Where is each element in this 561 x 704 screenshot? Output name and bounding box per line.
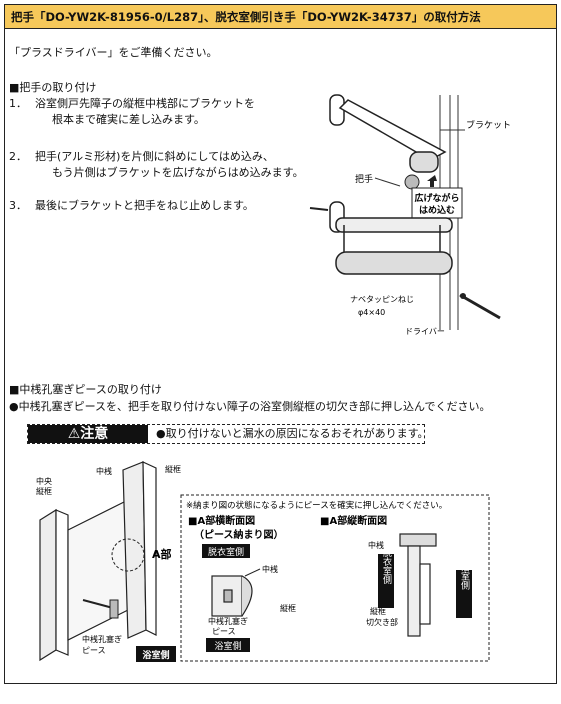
label-spread-1: 広げながら (414, 192, 459, 204)
a-v-dressing: 脱衣室側 (381, 547, 392, 584)
label-handle: 把手 (355, 173, 373, 185)
caution-badge: ⚠注意 (28, 425, 148, 443)
a-v-vert-frame: 縦框 (370, 606, 386, 616)
handle-installation-figure: ブラケット 把手 広げながら はめ込む ナベタッピンねじ φ4×40 ドライバー (309, 94, 511, 336)
intro-text: 「プラスドライバー」をご準備ください。 (9, 46, 218, 59)
step-1-line1: 浴室側戸先障子の縦框中桟部にブラケットを (35, 97, 255, 110)
plug-section-description: ●中桟孔塞ぎピースを、把手を取り付けない障子の浴室側縦框の切欠き部に押し込んでく… (9, 400, 491, 413)
label-plug-1: 中桟孔塞ぎ (82, 634, 122, 644)
step-1-number: 1． (9, 97, 27, 110)
a-h-mid-rail: 中桟 (262, 564, 278, 574)
label-part-a: A部 (152, 547, 172, 561)
a-v-heading: ■A部縦断面図 (320, 514, 387, 527)
instruction-frame: 把手「DO-YW2K-81956-0/L287」、脱衣室側引き手「DO-YW2K… (4, 4, 557, 684)
step-3-number: 3． (9, 199, 27, 212)
a-h-plug-1: 中桟孔塞ぎ (208, 616, 248, 626)
label-plug-2: ピース (82, 646, 106, 655)
label-screw-2: φ4×40 (358, 308, 385, 317)
label-center-frame-2: 縦框 (36, 486, 52, 496)
label-bracket: ブラケット (466, 119, 511, 131)
a-v-notch: 切欠き部 (366, 617, 398, 627)
step-3-line1: 最後にブラケットと把手をねじ止めします。 (35, 199, 254, 212)
label-vert-frame: 縦框 (165, 464, 181, 474)
caution-box: ⚠注意 ●取り付けないと漏水の原因になるおそれがあります。 (27, 424, 429, 444)
a-h-plug-2: ピース (212, 627, 236, 636)
step-2-line1: 把手(アルミ形材)を片側に斜めにしてはめ込み、 (35, 150, 274, 163)
label-mid-rail: 中桟 (96, 466, 112, 476)
page-title: 把手「DO-YW2K-81956-0/L287」、脱衣室側引き手「DO-YW2K… (5, 5, 556, 29)
upper-bracket-shape (329, 94, 345, 126)
a-h-dressing: 脱衣室側 (208, 546, 244, 558)
caution-message: ●取り付けないと漏水の原因になるおそれがあります。 (156, 427, 429, 440)
plug-section-heading: ■中桟孔塞ぎピースの取り付け (9, 383, 162, 396)
a-v-bath: 浴室側 (459, 562, 470, 589)
step-2-line2: もう片側はブラケットを広げながらはめ込みます。 (52, 166, 304, 179)
label-screw-1: ナベタッピンねじ (350, 295, 414, 304)
label-center-frame-1: 中央 (36, 476, 52, 486)
a-h-bath: 浴室側 (214, 640, 241, 652)
a-h-vert-frame: 縦框 (280, 603, 296, 613)
part-a-cross-section-box: ※納まり図の状態になるようにピースを確実に押し込んでください。 ■A部横断面図 … (180, 494, 490, 662)
label-bath-side: 浴室側 (142, 649, 169, 661)
a-h-heading-1: ■A部横断面図 (188, 514, 255, 527)
handle-section-heading: ■把手の取り付け (9, 81, 97, 94)
note-text: ※納まり図の状態になるようにピースを確実に押し込んでください。 (186, 500, 447, 511)
label-spread-2: はめ込む (419, 204, 455, 216)
label-driver: ドライバー (405, 327, 445, 336)
step-2-number: 2． (9, 150, 27, 163)
step-1-line2: 根本まで確実に差し込みます。 (52, 113, 205, 126)
door-assembly-figure: 中央 縦框 中桟 縦框 A部 中桟孔塞ぎ ピース 浴室側 (36, 461, 181, 662)
a-v-mid-rail: 中桟 (368, 540, 384, 550)
a-h-heading-2: （ピース納まり図） (194, 528, 284, 541)
